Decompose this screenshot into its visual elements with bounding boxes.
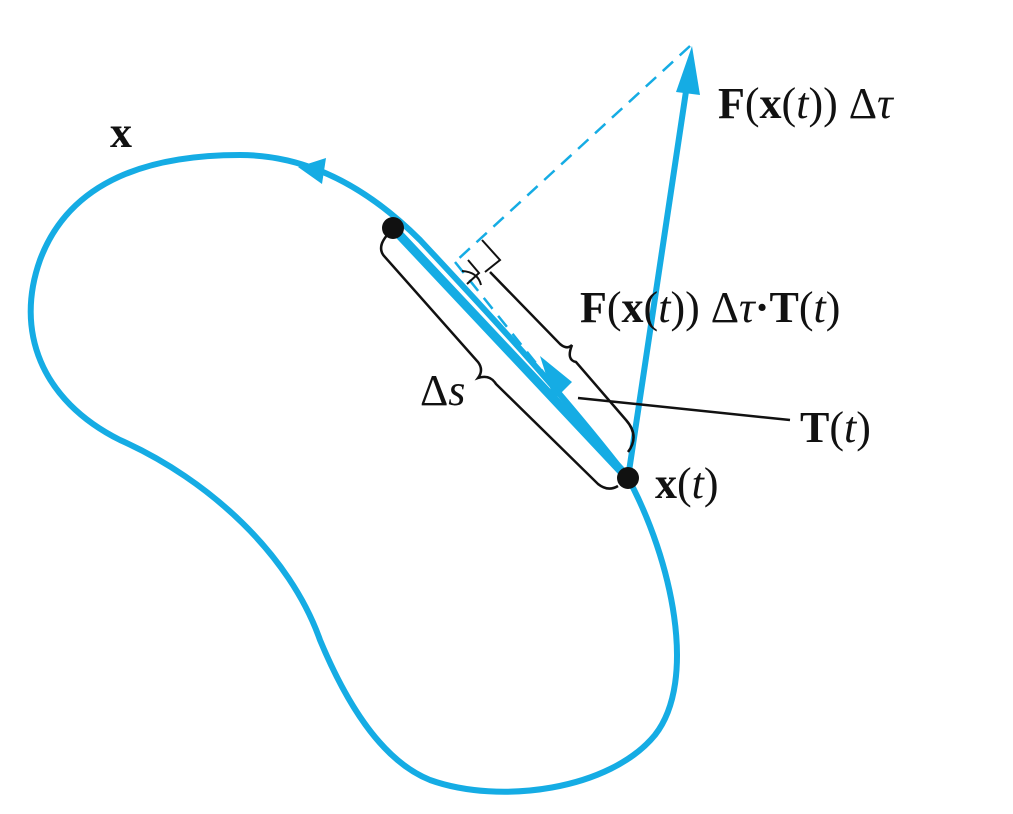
tangent-label: T(t) [800, 403, 871, 452]
right-angle-box [481, 239, 502, 273]
dashed-projection [454, 261, 629, 479]
dashed-perpendicular [454, 45, 691, 263]
force-vector-label: F(x(t)) Δτ [718, 79, 895, 128]
force-vector-arrowhead-icon [676, 46, 700, 95]
start-point [382, 217, 404, 239]
arc-length-brace [379, 231, 619, 490]
arc-length-label: Δs [420, 366, 465, 415]
tangent-segment [388, 223, 633, 483]
right-angle-marker [466, 259, 481, 285]
tangent-arrowhead-icon [540, 356, 572, 400]
projection-brace [489, 271, 635, 453]
point-label: x(t) [655, 459, 719, 508]
right-angle-tick [461, 270, 482, 286]
curve-direction-arrow-icon [298, 158, 326, 184]
curve-label: x [110, 108, 132, 157]
projection-label: F(x(t)) Δτ·T(t) [580, 283, 840, 332]
closed-curve [27, 152, 680, 795]
point-x-t [617, 467, 639, 489]
tangent-leader-line [577, 396, 791, 422]
force-vector-line [625, 77, 691, 479]
